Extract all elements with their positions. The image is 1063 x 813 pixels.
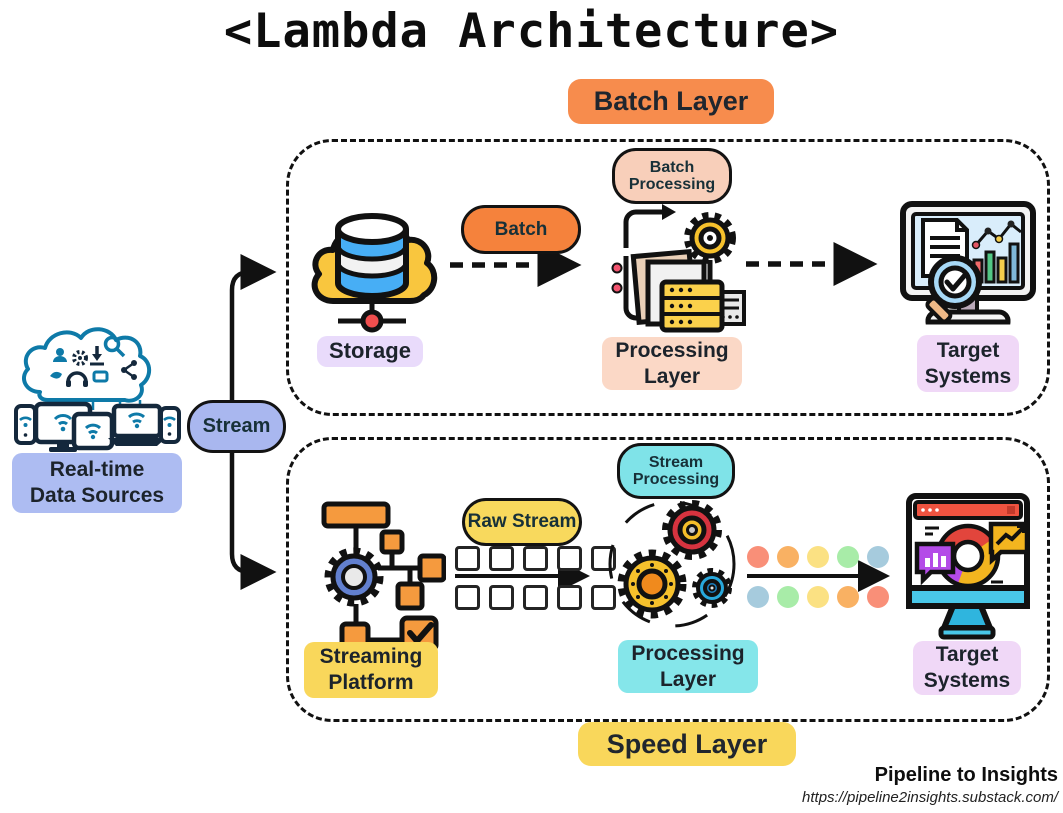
raw-stream-squares-top: [455, 546, 616, 571]
speed-layer-badge: Speed Layer: [578, 722, 796, 766]
page-title: <Lambda Architecture>: [223, 4, 840, 59]
cloud-database-icon: [300, 193, 445, 343]
footer-brand: Pipeline to Insights: [874, 764, 1058, 786]
batch-layer-badge: Batch Layer: [568, 79, 774, 124]
batch-processing-pill: Batch Processing: [612, 148, 732, 204]
monitor-analytics-magnifier-icon: [893, 196, 1043, 336]
trend-bubble: [988, 521, 1030, 566]
workflow-gear-icon: [306, 492, 446, 657]
speed-processing-layer-label: Processing Layer: [618, 640, 758, 693]
bar-chart-bubble: [914, 541, 956, 586]
streaming-platform-label: Streaming Platform: [304, 642, 438, 698]
documents-server-gear-icon: [606, 198, 746, 333]
cloud-devices-icon: [8, 316, 186, 456]
monitor-dashboard-icon: [895, 486, 1040, 651]
storage-label: Storage: [317, 336, 423, 367]
stream-to-speed-arrow: [229, 447, 277, 590]
footer-url: https://pipeline2insights.substack.com/: [802, 789, 1058, 806]
stream-processing-pill: Stream Processing: [617, 443, 735, 499]
batch-layer-box: [286, 139, 1050, 416]
stream-pill: Stream: [187, 400, 286, 453]
realtime-data-sources-label: Real-time Data Sources: [12, 453, 182, 513]
batch-target-systems-label: Target Systems: [917, 335, 1019, 392]
batch-processing-layer-label: Processing Layer: [602, 337, 742, 390]
raw-stream-pill: Raw Stream: [462, 498, 582, 546]
stream-dots-top: [747, 546, 889, 568]
stream-dots-bottom: [747, 586, 889, 608]
stream-to-batch-arrow: [229, 254, 277, 402]
three-gears-icon: [600, 492, 745, 634]
speed-layer-box: [286, 437, 1050, 722]
speed-target-systems-label: Target Systems: [913, 641, 1021, 695]
raw-stream-squares-bottom: [455, 585, 616, 610]
batch-flow-pill: Batch: [461, 205, 581, 254]
